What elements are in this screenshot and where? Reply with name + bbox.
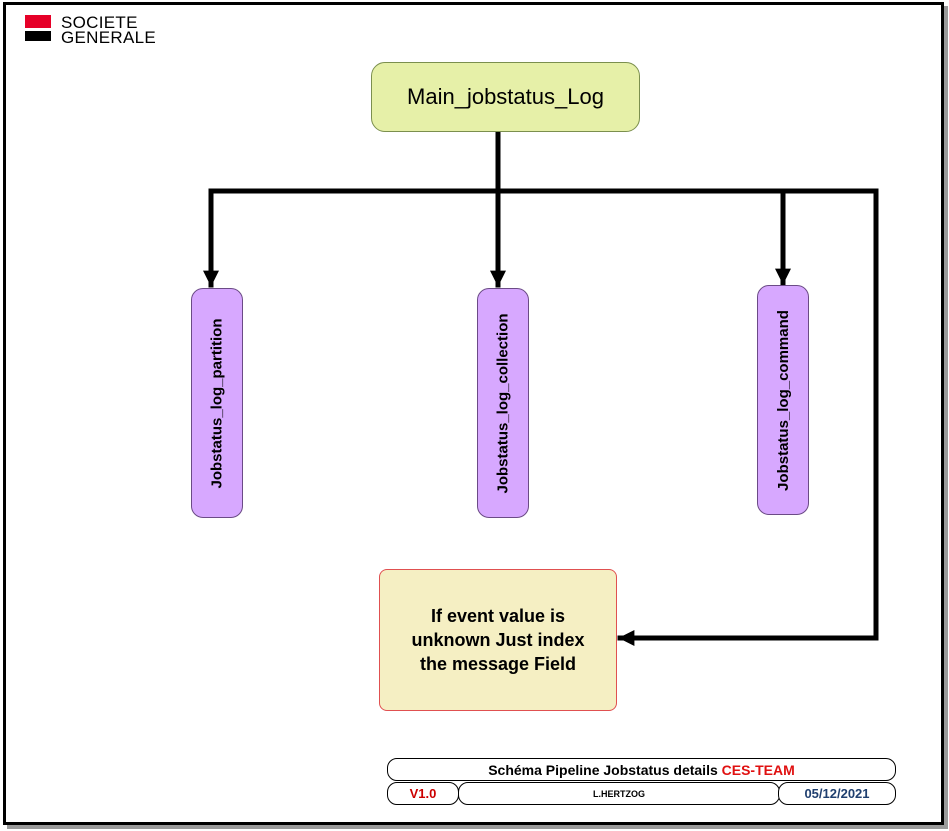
fallback-note: If event value is unknown Just index the… xyxy=(379,569,617,711)
footer-title-text: Schéma Pipeline Jobstatus details xyxy=(488,761,718,778)
child-node-command: Jobstatus_log_command xyxy=(757,285,809,515)
child-node-label: Jobstatus_log_partition xyxy=(208,317,226,489)
child-node-label: Jobstatus_log_collection xyxy=(494,312,512,494)
main-node: Main_jobstatus_Log xyxy=(371,62,640,132)
footer-version-text: V1.0 xyxy=(409,786,437,801)
footer-date: 05/12/2021 xyxy=(778,782,896,805)
footer-date-text: 05/12/2021 xyxy=(804,786,870,801)
company-logo: SOCIETE GENERALE xyxy=(25,13,156,47)
footer-team: CES-TEAM xyxy=(721,761,795,778)
footer-author: L.HERTZOG xyxy=(458,782,780,805)
main-node-label: Main_jobstatus_Log xyxy=(407,84,604,109)
logo-line-1: SOCIETE xyxy=(61,13,138,32)
logo-line-2: GENERALE xyxy=(61,28,156,47)
logo-mark-icon xyxy=(25,15,51,41)
fallback-note-text: If event value is unknown Just index the… xyxy=(411,606,585,674)
child-node-label: Jobstatus_log_command xyxy=(774,309,792,491)
child-node-partition: Jobstatus_log_partition xyxy=(191,288,243,518)
footer-title: Schéma Pipeline Jobstatus details CES-TE… xyxy=(387,758,896,781)
footer-version: V1.0 xyxy=(387,782,459,805)
footer-author-text: L.HERTZOG xyxy=(593,788,645,799)
child-node-collection: Jobstatus_log_collection xyxy=(477,288,529,518)
logo-text: SOCIETE GENERALE xyxy=(61,13,156,47)
